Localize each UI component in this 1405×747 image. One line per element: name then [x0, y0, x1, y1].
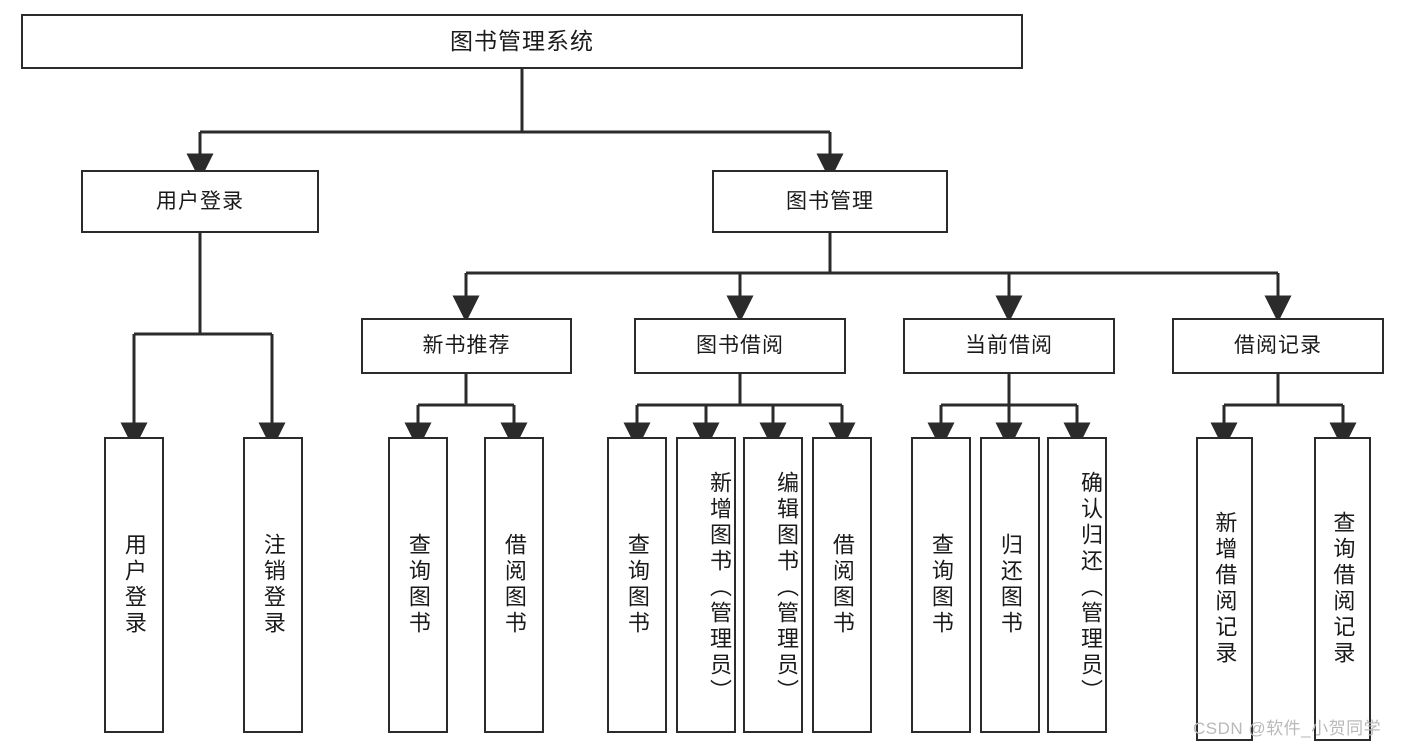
- node-label: 查询图书: [624, 533, 650, 637]
- node-borrow-record[interactable]: 借阅记录: [1172, 318, 1384, 374]
- node-label: 借阅图书: [501, 533, 527, 637]
- node-new-book-recommend[interactable]: 新书推荐: [361, 318, 572, 374]
- node-label: 查询图书: [405, 533, 431, 637]
- node-label: 新增图书（管理员）: [707, 471, 732, 705]
- leaf-user-login[interactable]: 用户登录: [104, 437, 164, 733]
- node-user-login[interactable]: 用户登录: [81, 170, 319, 233]
- leaf-add-book-admin[interactable]: 新增图书（管理员）: [676, 437, 736, 733]
- node-label: 图书管理系统: [450, 27, 594, 54]
- node-label: 新增借阅记录: [1212, 511, 1238, 667]
- node-label: 借阅记录: [1234, 334, 1322, 358]
- node-label: 图书借阅: [696, 334, 784, 358]
- leaf-confirm-return-admin[interactable]: 确认归还（管理员）: [1047, 437, 1107, 733]
- leaf-query-book-recommend[interactable]: 查询图书: [388, 437, 448, 733]
- leaf-return-book[interactable]: 归还图书: [980, 437, 1040, 733]
- node-label: 借阅图书: [829, 533, 855, 637]
- leaf-borrow-book-recommend[interactable]: 借阅图书: [484, 437, 544, 733]
- node-label: 查询图书: [928, 533, 954, 637]
- node-root-book-management-system[interactable]: 图书管理系统: [21, 14, 1023, 69]
- node-label: 用户登录: [156, 189, 244, 213]
- node-book-borrow[interactable]: 图书借阅: [634, 318, 846, 374]
- node-label: 查询借阅记录: [1330, 511, 1356, 667]
- node-label: 归还图书: [997, 533, 1023, 637]
- node-label: 编辑图书（管理员）: [774, 471, 799, 705]
- node-label: 注销登录: [260, 533, 286, 637]
- leaf-query-book-borrow[interactable]: 查询图书: [607, 437, 667, 733]
- node-label: 确认归还（管理员）: [1078, 471, 1103, 705]
- leaf-query-book-current[interactable]: 查询图书: [911, 437, 971, 733]
- node-book-management[interactable]: 图书管理: [712, 170, 948, 233]
- node-label: 用户登录: [121, 533, 147, 637]
- leaf-logout-login[interactable]: 注销登录: [243, 437, 303, 733]
- leaf-edit-book-admin[interactable]: 编辑图书（管理员）: [743, 437, 803, 733]
- node-label: 新书推荐: [422, 334, 511, 358]
- node-current-borrow[interactable]: 当前借阅: [903, 318, 1115, 374]
- leaf-query-borrow-record[interactable]: 查询借阅记录: [1314, 437, 1371, 741]
- leaf-add-borrow-record[interactable]: 新增借阅记录: [1196, 437, 1253, 741]
- node-label: 当前借阅: [965, 334, 1053, 358]
- node-label: 图书管理: [786, 189, 874, 213]
- watermark: CSDN @软件_小贺同学: [1193, 719, 1382, 738]
- leaf-borrow-book[interactable]: 借阅图书: [812, 437, 872, 733]
